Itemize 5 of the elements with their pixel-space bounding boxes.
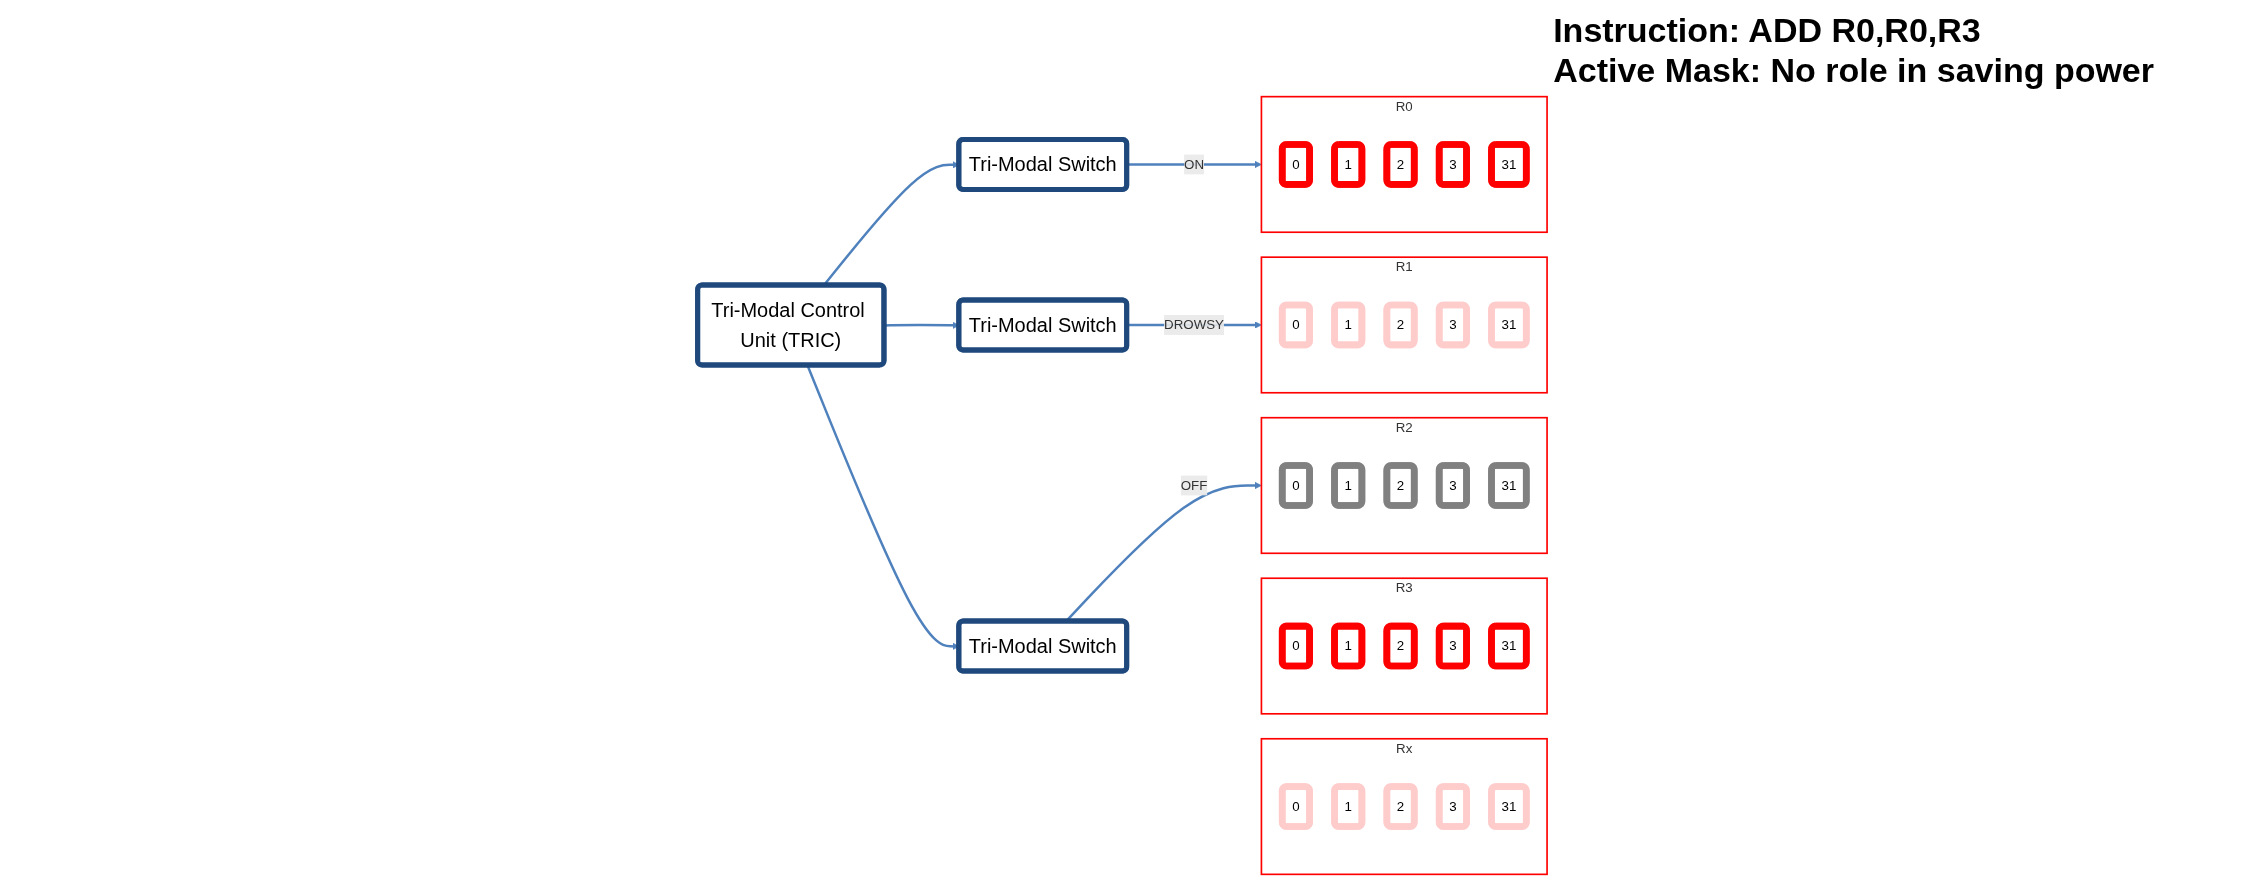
edge-label: DROWSY bbox=[1163, 317, 1224, 332]
edge-label: ON bbox=[1183, 156, 1204, 172]
instruction-note: Active Mask: No role in saving power bbox=[1553, 50, 2154, 90]
instruction-note: Instruction: ADD R0,R0,R3 bbox=[1553, 10, 1982, 50]
edge-label: OFF bbox=[1180, 478, 1207, 493]
